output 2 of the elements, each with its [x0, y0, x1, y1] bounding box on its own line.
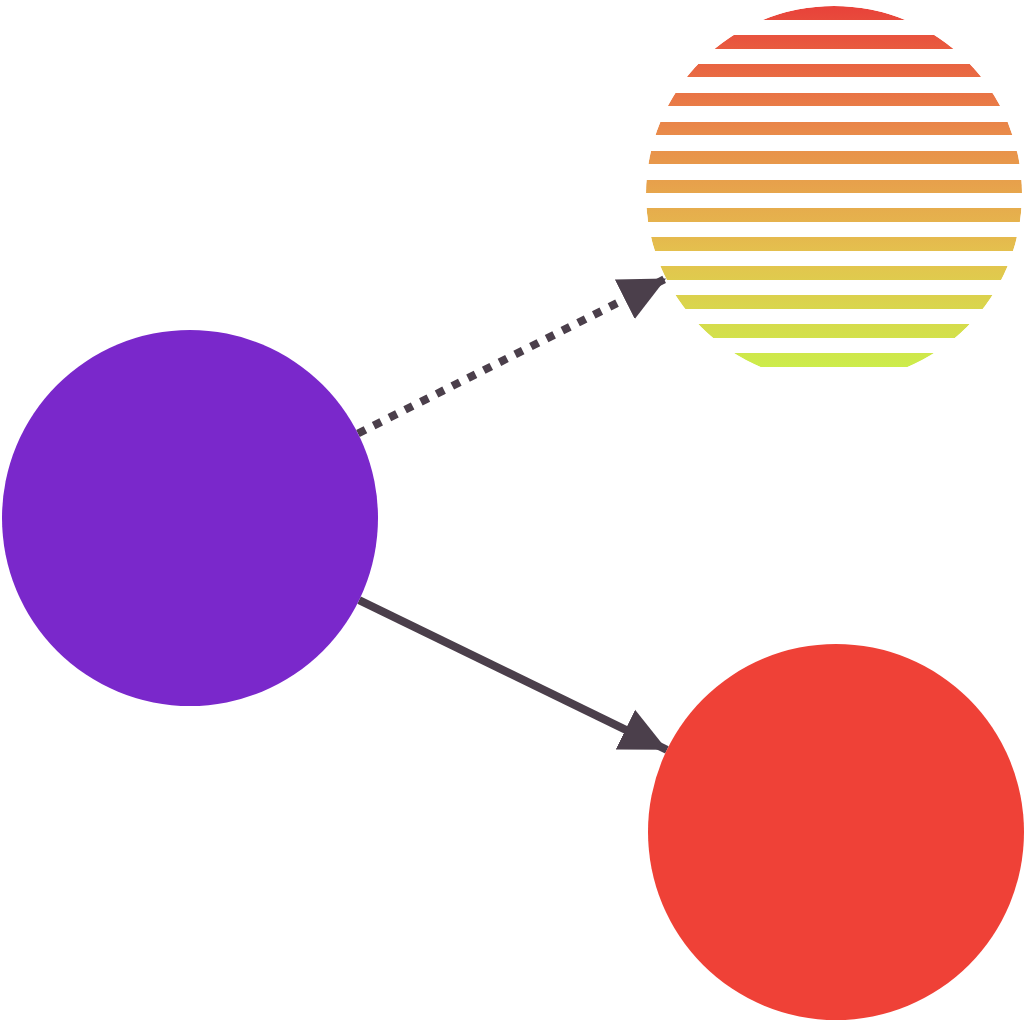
arrow	[357, 596, 669, 754]
dashed-arrow	[356, 274, 668, 438]
